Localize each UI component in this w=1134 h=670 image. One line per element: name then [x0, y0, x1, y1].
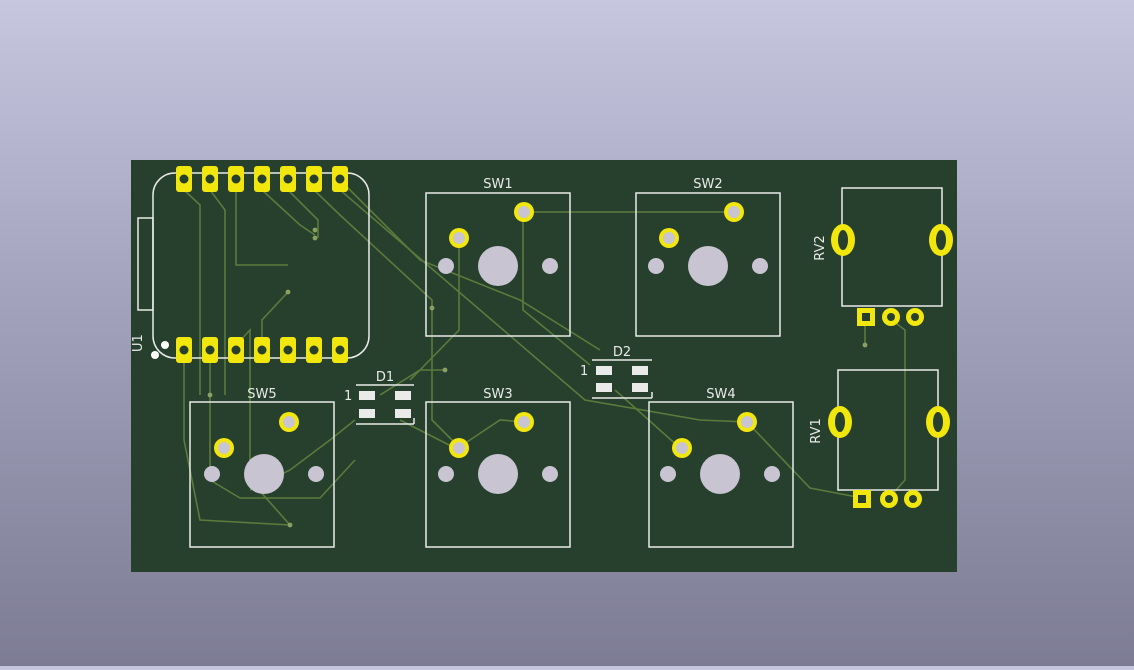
pcb-board [131, 160, 957, 572]
sw1-center-hole [478, 246, 518, 286]
rv2-footprint[interactable]: RV2 [813, 187, 953, 326]
u1-pad-top-hole-3 [231, 174, 241, 184]
d1-pad-1 [359, 391, 375, 400]
vias [207, 227, 868, 528]
d1-pad-3 [359, 409, 375, 418]
sw3-outline [425, 401, 571, 548]
u1-usb-connector [137, 217, 154, 311]
sw1-peg-right [542, 258, 558, 274]
u1-pad-top-hole-1 [179, 174, 189, 184]
sw2-peg-right [752, 258, 768, 274]
sw1-footprint[interactable]: SW1 [425, 177, 571, 337]
u1-pad-top-hole-7 [335, 174, 345, 184]
sw4-label: SW4 [706, 387, 735, 402]
sw3-footprint[interactable]: SW3 [425, 387, 571, 548]
rv1-label: RV1 [809, 418, 824, 444]
d2-pad-4 [632, 383, 648, 392]
d2-footprint[interactable]: D2 1 [580, 345, 653, 399]
u1-pad-bottom-hole-6 [309, 345, 319, 355]
rv1-footprint[interactable]: RV1 [809, 369, 950, 508]
d1-pad-4 [395, 409, 411, 418]
sw3-label: SW3 [483, 387, 512, 402]
sw1-outline [425, 192, 571, 337]
u1-pad-bottom-hole-5 [283, 345, 293, 355]
d2-label: D2 [613, 345, 631, 360]
sw2-outline [635, 192, 781, 337]
u1-pin1-dot [151, 351, 159, 359]
sw4-center-hole [700, 454, 740, 494]
sw3-peg-left [438, 466, 454, 482]
d2-pad-3 [596, 383, 612, 392]
sw5-peg-left [204, 466, 220, 482]
sw3-center-hole [478, 454, 518, 494]
u1-pads-top [176, 166, 348, 192]
u1-footprint[interactable]: U1 [131, 166, 370, 363]
sw1-peg-left [438, 258, 454, 274]
sw5-center-hole [244, 454, 284, 494]
sw4-footprint[interactable]: SW4 [648, 387, 794, 548]
sw4-outline [648, 401, 794, 548]
sw5-outline [189, 401, 335, 548]
u1-pad-top-hole-4 [257, 174, 267, 184]
u1-pad-bottom-hole-7 [335, 345, 345, 355]
u1-pad-bottom-hole-2 [205, 345, 215, 355]
sw4-peg-left [660, 466, 676, 482]
u1-label: U1 [131, 334, 146, 352]
sw4-peg-right [764, 466, 780, 482]
sw2-footprint[interactable]: SW2 [635, 177, 781, 337]
sw5-footprint[interactable]: SW5 [189, 387, 335, 548]
sw5-label: SW5 [247, 387, 276, 402]
d2-pin1-mark: 1 [580, 364, 588, 379]
rv2-label: RV2 [813, 235, 828, 261]
sw1-label: SW1 [483, 177, 512, 192]
u1-pin1-marker [161, 341, 169, 349]
sw3-peg-right [542, 466, 558, 482]
sw2-center-hole [688, 246, 728, 286]
u1-pad-bottom-hole-1 [179, 345, 189, 355]
sw2-label: SW2 [693, 177, 722, 192]
d1-footprint[interactable]: D1 1 [344, 370, 415, 425]
d1-label: D1 [376, 370, 394, 385]
u1-pad-bottom-hole-4 [257, 345, 267, 355]
d1-pad-2 [395, 391, 411, 400]
u1-pad-top-hole-5 [283, 174, 293, 184]
u1-pad-top-hole-6 [309, 174, 319, 184]
u1-pads-bottom [176, 337, 348, 363]
u1-pad-top-hole-2 [205, 174, 215, 184]
d2-pad-2 [632, 366, 648, 375]
sw2-peg-left [648, 258, 664, 274]
d1-pin1-mark: 1 [344, 389, 352, 404]
u1-pad-bottom-hole-3 [231, 345, 241, 355]
sw5-peg-right [308, 466, 324, 482]
d2-pad-1 [596, 366, 612, 375]
